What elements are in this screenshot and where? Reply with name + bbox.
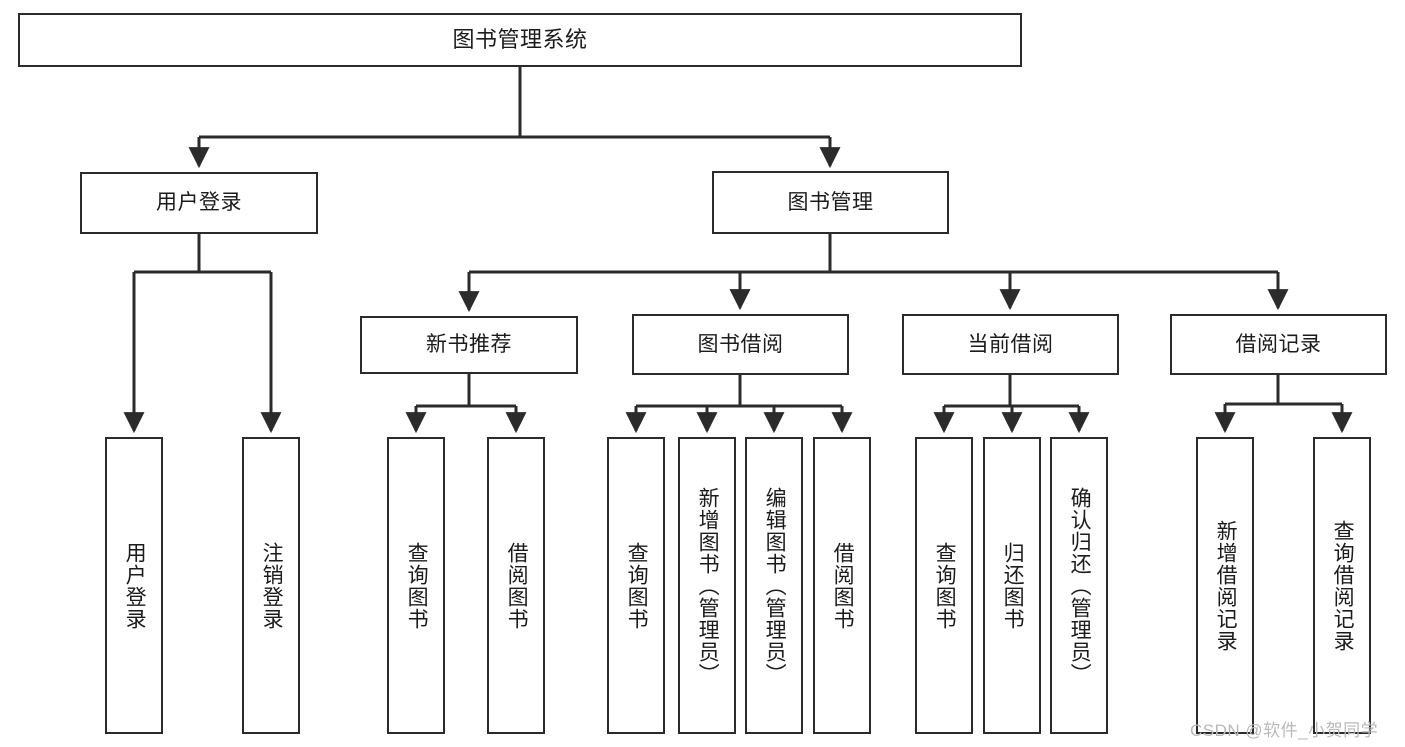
node-leaf-edit-book-label: 编辑图书（管理员） [763, 486, 787, 685]
node-leaf-query-book-current[interactable]: 查询图书 [915, 437, 973, 734]
node-leaf-query-book-current-label: 查询图书 [933, 541, 957, 630]
node-root-system-label: 图书管理系统 [452, 26, 588, 52]
node-leaf-borrow-book-recommend[interactable]: 借阅图书 [487, 437, 545, 734]
node-book-manage[interactable]: 图书管理 [712, 171, 949, 234]
node-leaf-add-book[interactable]: 新增图书（管理员） [678, 437, 736, 734]
node-leaf-add-borrow-record-label: 新增借阅记录 [1214, 519, 1238, 652]
node-leaf-confirm-return[interactable]: 确认归还（管理员） [1050, 437, 1108, 734]
node-leaf-query-book-borrow-label: 查询图书 [625, 541, 649, 630]
node-leaf-borrow-book[interactable]: 借阅图书 [813, 437, 871, 734]
node-current-borrow[interactable]: 当前借阅 [902, 314, 1119, 375]
node-leaf-return-book-label: 归还图书 [1001, 541, 1025, 630]
node-new-book-recommend[interactable]: 新书推荐 [360, 316, 578, 374]
node-leaf-query-book-recommend[interactable]: 查询图书 [387, 437, 445, 734]
node-leaf-borrow-book-recommend-label: 借阅图书 [505, 541, 529, 630]
node-leaf-add-book-label: 新增图书（管理员） [696, 486, 720, 685]
node-leaf-query-book-recommend-label: 查询图书 [405, 541, 429, 630]
node-leaf-edit-book[interactable]: 编辑图书（管理员） [745, 437, 803, 734]
node-leaf-borrow-book-label: 借阅图书 [831, 541, 855, 630]
node-root-system[interactable]: 图书管理系统 [18, 13, 1022, 67]
node-user-login-label: 用户登录 [156, 191, 242, 215]
node-leaf-query-book-borrow[interactable]: 查询图书 [607, 437, 665, 734]
node-leaf-return-book[interactable]: 归还图书 [983, 437, 1041, 734]
node-borrow-record[interactable]: 借阅记录 [1170, 314, 1387, 375]
node-book-manage-label: 图书管理 [787, 190, 874, 214]
node-leaf-query-borrow-record-label: 查询借阅记录 [1331, 519, 1355, 652]
node-leaf-user-login-label: 用户登录 [123, 541, 147, 630]
node-leaf-logout-label: 注销登录 [260, 541, 284, 630]
node-book-borrow-label: 图书借阅 [697, 332, 784, 356]
node-leaf-query-borrow-record[interactable]: 查询借阅记录 [1313, 437, 1371, 734]
node-user-login[interactable]: 用户登录 [80, 172, 318, 234]
node-leaf-confirm-return-label: 确认归还（管理员） [1068, 486, 1092, 685]
watermark: CSDN @软件_小贺同学 [1190, 721, 1379, 740]
node-leaf-logout[interactable]: 注销登录 [242, 437, 300, 734]
node-new-book-recommend-label: 新书推荐 [426, 333, 512, 357]
node-book-borrow[interactable]: 图书借阅 [632, 314, 849, 375]
node-leaf-user-login[interactable]: 用户登录 [105, 437, 163, 734]
node-leaf-add-borrow-record[interactable]: 新增借阅记录 [1196, 437, 1254, 734]
node-borrow-record-label: 借阅记录 [1235, 332, 1322, 356]
node-current-borrow-label: 当前借阅 [967, 332, 1054, 356]
